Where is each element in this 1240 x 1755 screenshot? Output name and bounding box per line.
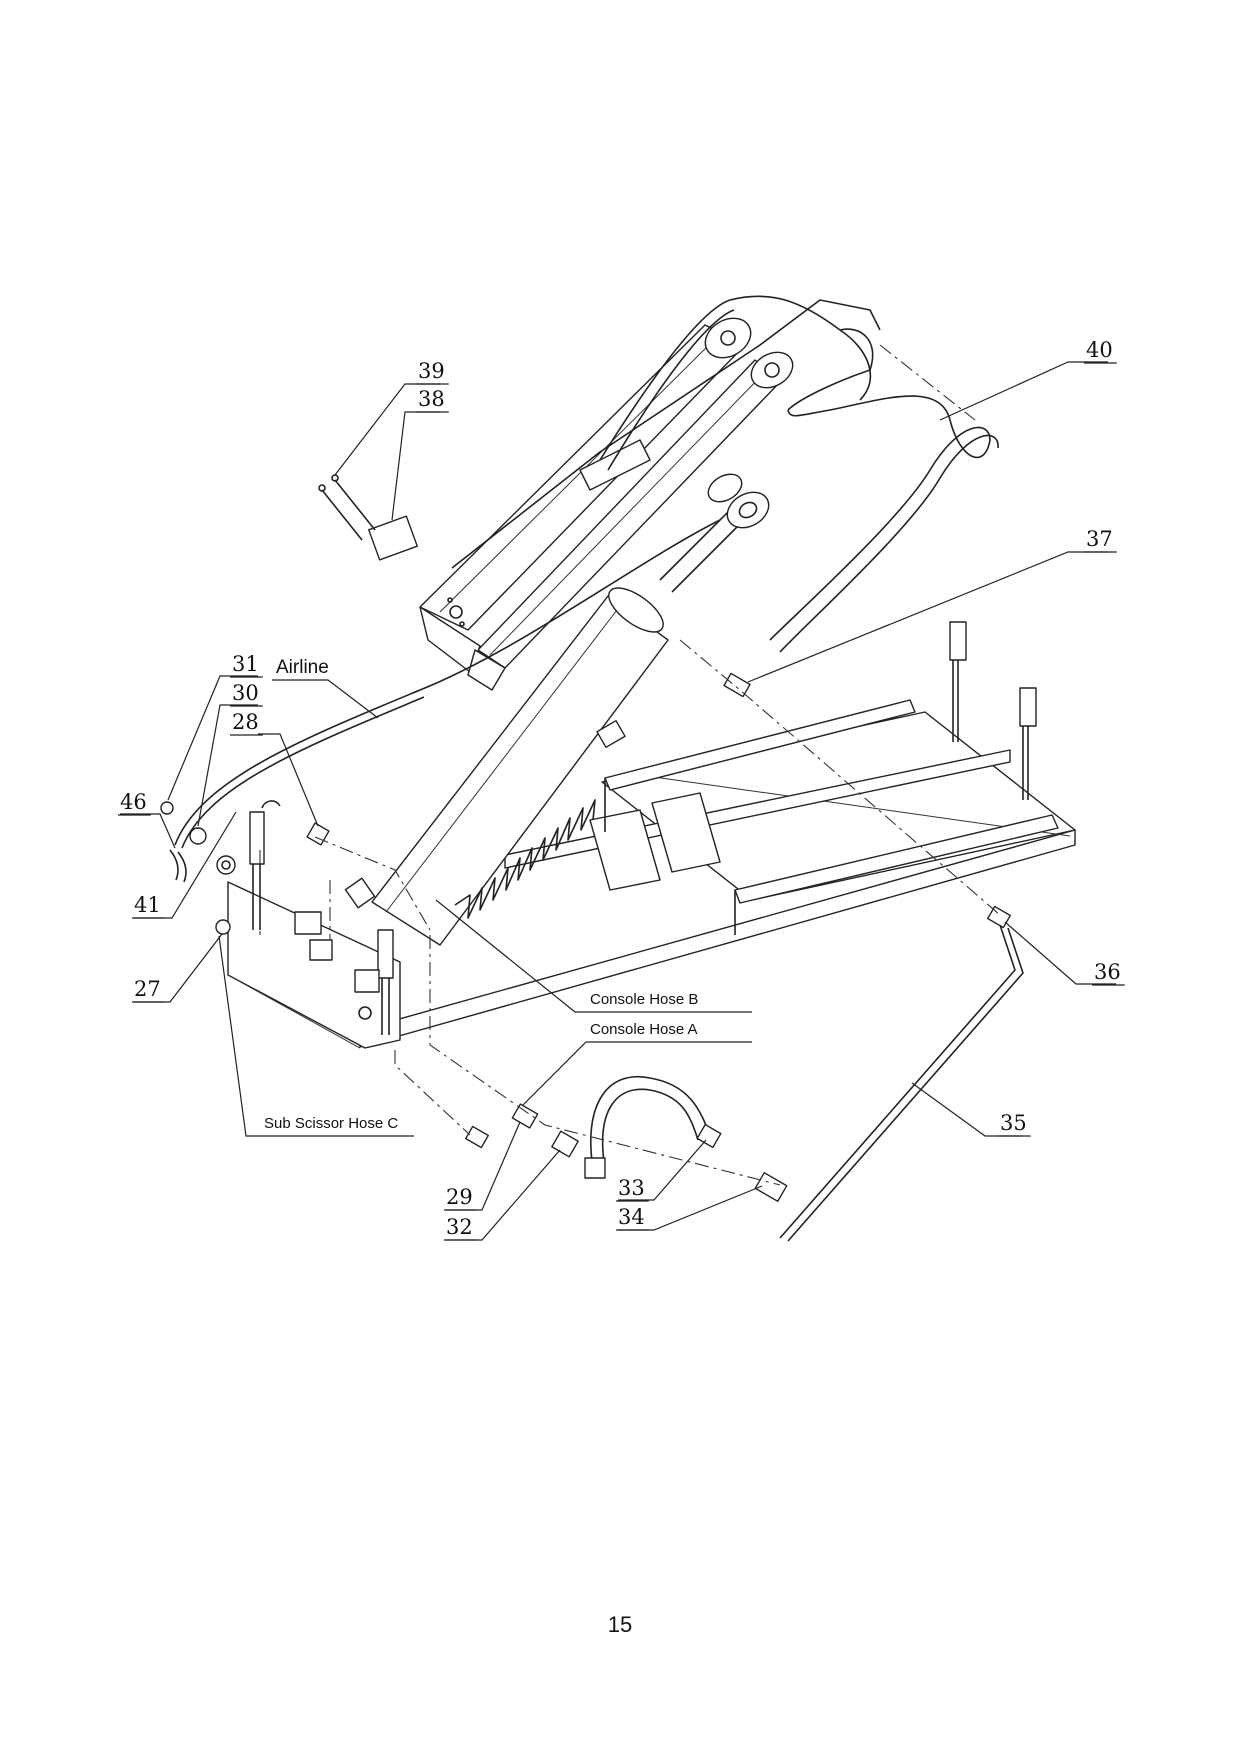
callout-29: 29 [446,1185,473,1209]
callout-39: 39 [418,359,445,383]
callout-30: 30 [232,681,259,705]
leader-33 [618,1139,707,1201]
hydraulic-cylinder [344,473,770,946]
label-console-hose-a: Console Hose A [590,1021,698,1038]
callout-38: 38 [418,387,445,411]
leader-sub-scissor-hose-c [218,935,414,1137]
leader-28 [258,733,319,827]
callout-41: 41 [134,893,161,917]
label-airline: Airline [276,657,329,678]
callout-40: 40 [1086,338,1113,362]
airline-loop-40 [599,295,999,653]
base-frame [227,621,1076,1049]
leader-airline [272,679,379,719]
callout-32: 32 [446,1215,473,1239]
label-sub-scissor-hose-c: Sub Scissor Hose C [264,1115,398,1132]
scissor-arms [419,299,881,691]
callout-34: 34 [618,1205,645,1229]
callout-35: 35 [1000,1111,1027,1135]
airline-tube-inner [181,696,425,849]
callout-36: 36 [1094,960,1121,984]
leader-36 [1004,921,1116,985]
callout-27: 27 [134,977,161,1001]
callout-33: 33 [618,1176,645,1200]
airline-tube [174,519,721,846]
callout-46: 46 [120,790,147,814]
leader-console-hose-b [435,899,752,1013]
leader-37 [747,551,1108,683]
leader-38 [391,411,440,521]
assembly-centerlines [259,344,1001,1186]
callout-37: 37 [1086,527,1113,551]
label-console-hose-b: Console Hose B [590,991,698,1008]
callout-28: 28 [232,710,259,734]
fittings [160,474,1024,1242]
callout-31: 31 [232,652,259,676]
leader-console-hose-a [521,1041,752,1107]
leader-30 [197,704,258,827]
page-number: 15 [607,1612,633,1637]
leader-40 [939,361,1108,421]
leader-46 [120,813,176,849]
leader-31 [167,675,258,801]
